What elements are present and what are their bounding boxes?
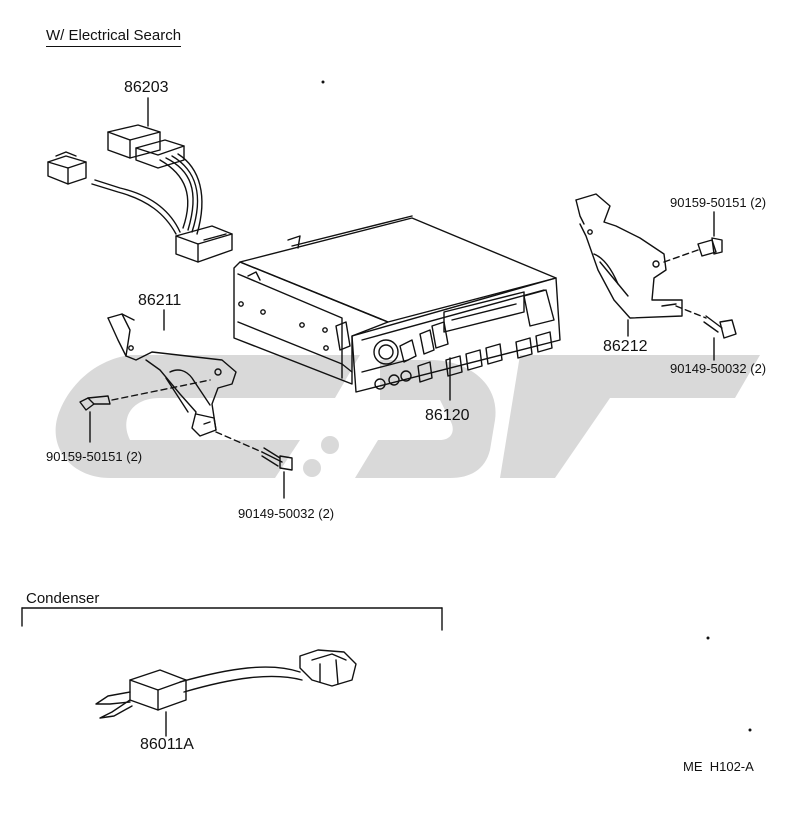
label-86212: 86212 — [603, 338, 648, 355]
screw-90159-50151-left — [79, 379, 211, 443]
radio-unit-86120 — [233, 215, 561, 401]
header-condenser: Condenser — [26, 590, 100, 607]
label-bolt-right: 90149-50032 (2) — [670, 361, 767, 376]
label-screw-right: 90159-50151 (2) — [670, 195, 767, 210]
header-electrical-search-text: W/ Electrical Search — [46, 27, 182, 47]
condenser-86011a — [95, 649, 357, 737]
label-screw-left: 90159-50151 (2) — [46, 449, 143, 464]
label-bolt-left: 90149-50032 (2) — [238, 506, 335, 521]
bracket-86212 — [575, 193, 683, 337]
bolt-90149-50032-left — [215, 431, 293, 499]
header-electrical-search: W/ Electrical Search — [46, 27, 182, 47]
condenser-bracket-line — [21, 607, 443, 631]
wire-harness-86203 — [47, 97, 233, 263]
bolt-90149-50032-right — [675, 305, 737, 361]
label-86011a: 86011A — [140, 736, 194, 753]
watermark-logo — [55, 355, 760, 478]
label-86203: 86203 — [124, 79, 169, 96]
diagram-code: ME H102-A — [683, 759, 754, 774]
label-86211: 86211 — [138, 292, 182, 309]
bracket-86211 — [107, 309, 237, 437]
screw-90159-50151-right — [663, 211, 723, 263]
label-86120: 86120 — [425, 407, 470, 424]
